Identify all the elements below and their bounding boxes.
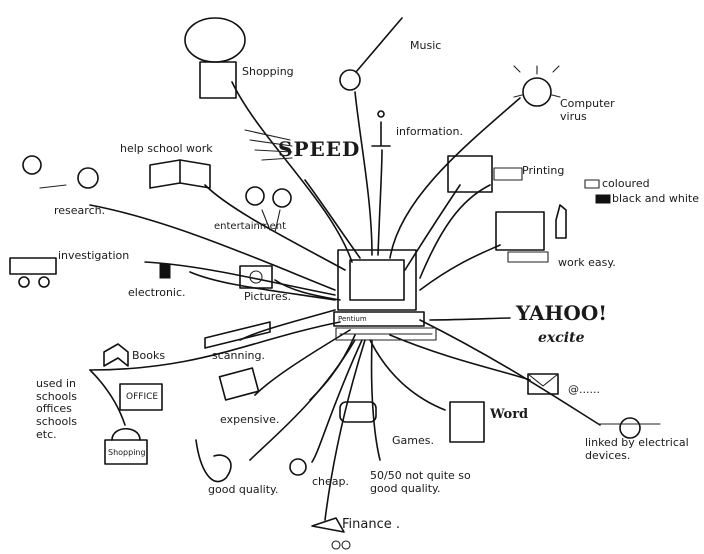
police-car-icon [9, 257, 57, 288]
computer-icon [333, 249, 437, 341]
label-office: OFFICE [126, 392, 159, 402]
info-icon [371, 110, 391, 147]
label-entertainment: entertainment [214, 221, 286, 232]
label-fifty: 50/50 not quite so good quality. [370, 469, 471, 495]
scanner-icon [204, 321, 271, 349]
used-in-item: schools [36, 414, 77, 428]
colour-cartridge-icon [584, 179, 600, 189]
label-excite: excite [538, 330, 585, 346]
bw-cartridge-icon [595, 194, 611, 204]
label-computer-virus: Computer virus [560, 97, 615, 123]
cable-icon [597, 417, 661, 439]
guitar-icon [339, 17, 403, 91]
label-games: Games. [392, 434, 434, 447]
used-in-item: etc. [36, 427, 57, 441]
label-books: Books [132, 349, 166, 362]
open-book-icon [103, 343, 129, 367]
label-shopping-bottom: Shopping [108, 448, 146, 457]
label-electronic: electronic. [128, 286, 186, 299]
used-in-title: used in [36, 377, 76, 390]
office-sign-icon [119, 383, 163, 411]
gamepad-icon [339, 401, 377, 423]
plug-icon [159, 263, 171, 279]
label-help-school: help school work [120, 142, 213, 155]
label-research: research. [54, 204, 106, 217]
printer-icon [447, 155, 523, 193]
label-yahoo: YAHOO! [516, 301, 608, 325]
speed-icon [244, 129, 293, 161]
label-linked: linked by electrical devices. [585, 436, 689, 462]
label-expensive: expensive. [220, 413, 280, 426]
label-scanning: scanning. [212, 349, 265, 362]
camera-icon [239, 265, 273, 289]
virus-face-icon [513, 65, 561, 107]
label-black-white: black and white [612, 192, 699, 205]
document-icon [449, 401, 485, 443]
label-shopping-top: Shopping [242, 65, 294, 78]
label-printing: Printing [522, 164, 565, 177]
label-finance: Finance . [342, 517, 400, 532]
center-label: Pentium [338, 315, 367, 323]
label-word: Word [490, 407, 529, 422]
label-email: @...... [568, 383, 600, 396]
money-wings-icon [311, 517, 351, 550]
used-in-list: used in schools offices schools etc. [36, 377, 77, 441]
label-information: information. [396, 125, 463, 138]
book-icon [149, 159, 211, 189]
label-good-quality: good quality. [208, 483, 279, 496]
ok-hand-icon [195, 439, 232, 483]
label-pictures: Pictures. [244, 290, 292, 303]
label-speed: SPEED [278, 137, 361, 161]
money-icon [218, 367, 260, 401]
computer-thumbsup-icon [495, 204, 567, 263]
label-music: Music [410, 39, 442, 52]
label-work-easy: work easy. [558, 256, 616, 269]
envelope-icon [527, 373, 559, 395]
people-talking-icon [22, 155, 99, 189]
dancer-icon [245, 186, 292, 233]
shopping-basket-icon [104, 427, 148, 465]
coin-icon [289, 458, 307, 476]
label-investigation: investigation [58, 249, 130, 262]
used-in-item: offices [36, 402, 72, 416]
shopping-bag-icon [184, 17, 246, 99]
used-in-item: schools [36, 389, 77, 403]
label-cheap: cheap. [312, 475, 350, 488]
label-coloured: coloured [602, 177, 650, 190]
